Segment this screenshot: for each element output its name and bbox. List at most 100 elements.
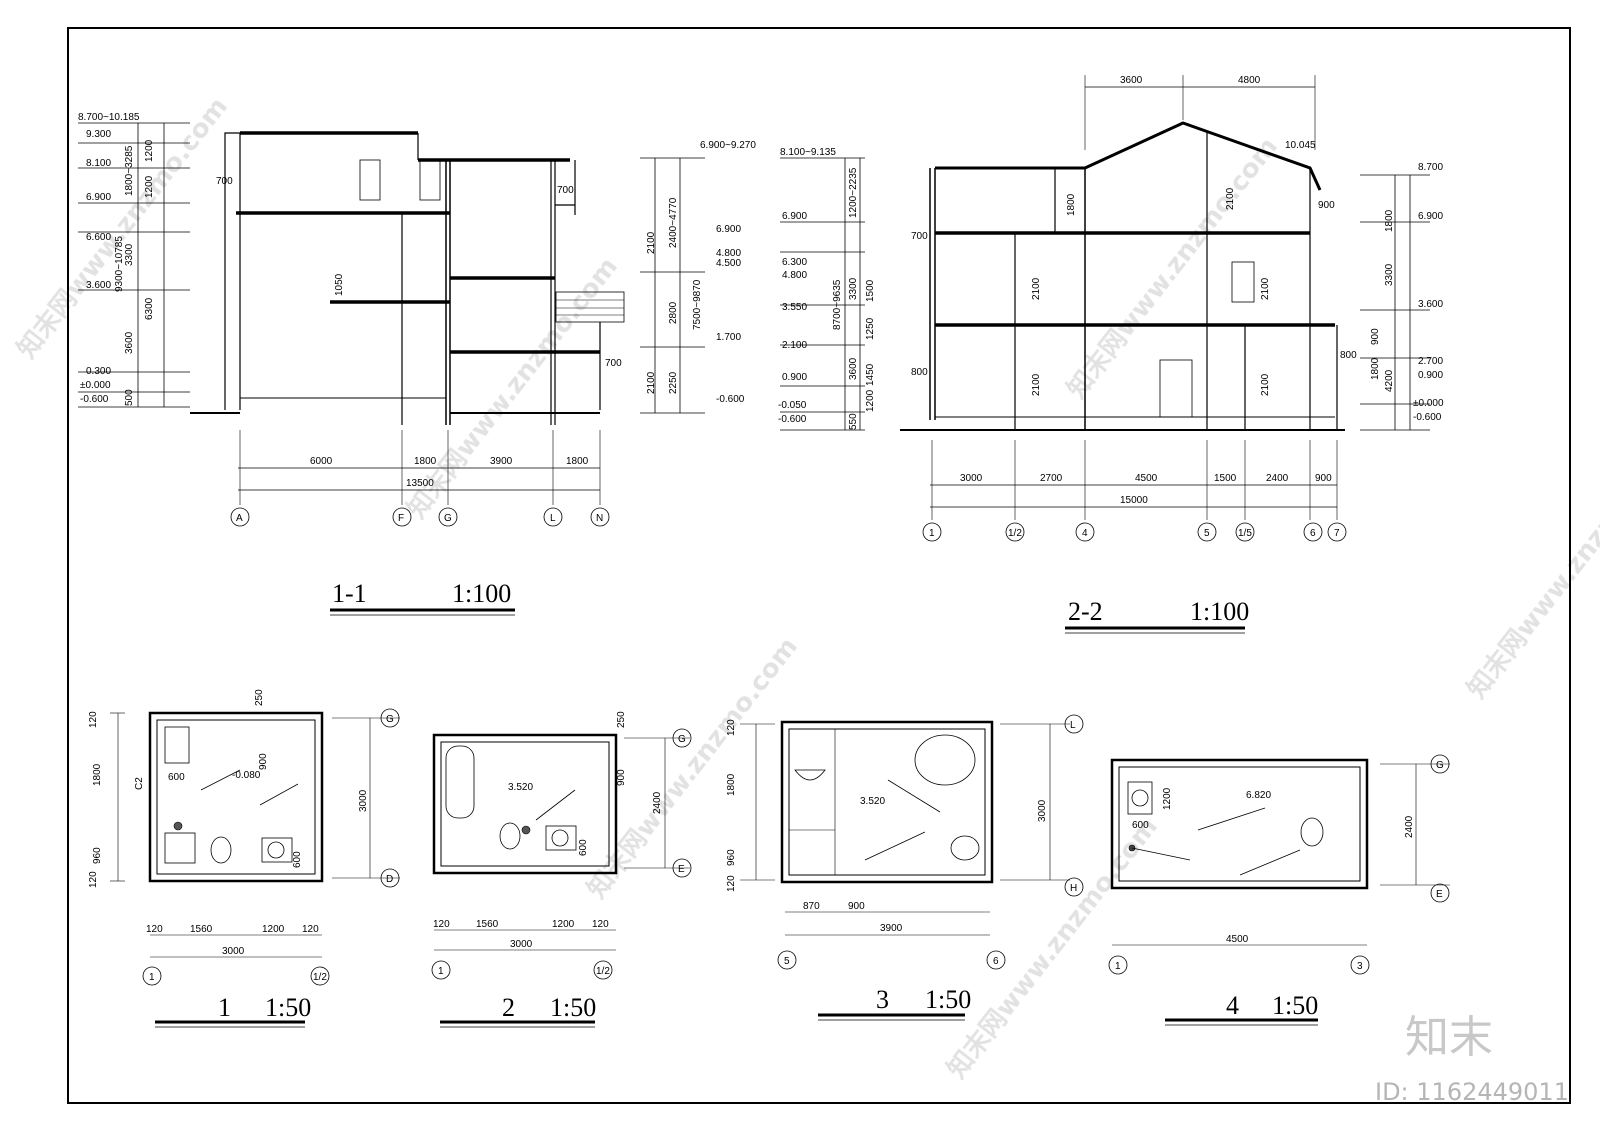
dimension-label: 4800	[1238, 75, 1261, 86]
dimension-label: 2100	[1260, 373, 1271, 396]
dimension-label: 2100	[646, 231, 657, 254]
dimension-label: 3300	[848, 277, 859, 300]
dimension-label: 250	[616, 711, 627, 728]
dimension-label: 600	[1132, 820, 1149, 831]
axis-bubble-label: F	[398, 513, 404, 524]
window-label: C2	[134, 777, 145, 790]
elevation-label: 6.820	[1246, 790, 1271, 801]
elevation-label: 3.550	[782, 302, 807, 313]
elevation-label: 8.700~10.185	[78, 112, 140, 123]
dimension-label: 3600	[124, 331, 135, 354]
axis-bubble-label: E	[1436, 889, 1443, 900]
elevation-label: 9.300	[86, 129, 111, 140]
dimension-label: 2400	[1404, 815, 1415, 838]
axis-bubble-label: G	[678, 734, 686, 745]
elevation-label: 6.900	[716, 224, 741, 235]
dimension-label: 120	[146, 924, 163, 935]
dimension-label: 900	[258, 753, 269, 770]
dimension-label: 600	[292, 851, 303, 868]
detail-title: 3	[876, 985, 889, 1014]
elevation-label: 8.700	[1418, 162, 1443, 173]
axis-bubble-label: 6	[1310, 528, 1316, 539]
dimension-label: 1800	[726, 773, 737, 796]
dimension-label: 2100	[1031, 277, 1042, 300]
axis-bubble-label: L	[1070, 720, 1076, 731]
elevation-label: 4.500	[716, 258, 741, 269]
dimension-label: 120	[726, 719, 737, 736]
dimension-label: 3000	[960, 473, 983, 484]
detail-1-labels: 250 C2 1800 900 960 600 -0.080 600 120 1…	[88, 689, 394, 1022]
elevation-label: 0.900	[1418, 370, 1443, 381]
detail-3-labels: 120 1800 960 120 3.520 3000 870 900 3900…	[726, 719, 1077, 1014]
elevation-label: 3.600	[86, 280, 111, 291]
dimension-label: 120	[302, 924, 319, 935]
dimension-label: 2700	[1040, 473, 1063, 484]
dimension-label: 960	[726, 849, 737, 866]
dimension-label: 900	[616, 769, 627, 786]
dimension-label: 900	[1318, 200, 1335, 211]
axis-bubble-label: G	[1436, 760, 1444, 771]
dimension-label: 120	[726, 875, 737, 892]
axis-bubble-label: 1/5	[1238, 528, 1252, 539]
elevation-label: 6.900~9.270	[700, 140, 756, 151]
elevation-label: 6.900	[86, 192, 111, 203]
dimension-label: 1200~2235	[848, 167, 859, 218]
dimension-label: 3300	[1384, 263, 1395, 286]
dimension-label: 700	[557, 185, 574, 196]
elevation-label: 4.800	[782, 270, 807, 281]
detail-2	[431, 728, 692, 1028]
elevation-label: 2.100	[782, 340, 807, 351]
section-2-2-labels: 3600 4800 10.045 8.100~9.135 6.900 6.300…	[778, 75, 1444, 626]
elevation-label: 4.800	[716, 248, 741, 259]
watermark-text: 知末网www.znzmo.com	[12, 92, 234, 364]
dimension-label: 3000	[1037, 799, 1048, 822]
dimension-label: 1200	[262, 924, 285, 935]
dimension-label: 500	[124, 389, 135, 406]
watermark-text: 知末网www.znzmo.com	[402, 252, 624, 524]
dimension-label: 550	[848, 413, 859, 430]
dimension-label: 800	[911, 367, 928, 378]
dimension-label: 3300	[124, 243, 135, 266]
dimension-label: 1450	[865, 363, 876, 386]
dimension-label: 4200	[1384, 369, 1395, 392]
elevation-label: 8.100~9.135	[780, 147, 836, 158]
dimension-label: 2100	[646, 371, 657, 394]
elevation-label: 0.900	[782, 372, 807, 383]
dimension-total: 15000	[1120, 495, 1148, 506]
axis-bubble-label: 1	[1115, 961, 1121, 972]
dimension-label: 4500	[1135, 473, 1158, 484]
dimension-label: 700	[605, 358, 622, 369]
dimension-label: 1500	[1214, 473, 1237, 484]
dimension-label: 700	[911, 231, 928, 242]
axis-bubble-label: G	[444, 513, 452, 524]
elevation-label: 6.900	[1418, 211, 1443, 222]
dimension-label: 1200	[144, 175, 155, 198]
dimension-label: 120	[433, 919, 450, 930]
detail-scale: 1:50	[925, 985, 971, 1014]
dimension-label: 1200	[144, 139, 155, 162]
dimension-label: 2100	[1225, 187, 1236, 210]
elevation-label: -0.600	[1413, 412, 1442, 423]
dimension-label: 250	[254, 689, 265, 706]
dimension-label: 1800	[1370, 357, 1381, 380]
dimension-label: 1050	[334, 273, 345, 296]
dimension-label: 6300	[144, 297, 155, 320]
dimension-label: 1500	[865, 279, 876, 302]
dimension-label: 3600	[1120, 75, 1143, 86]
detail-title: 1	[218, 993, 231, 1022]
dimension-label: 2400	[1266, 473, 1289, 484]
detail-title: 4	[1226, 991, 1239, 1020]
dimension-total: 3000	[222, 946, 245, 957]
dimension-label: 800	[1340, 350, 1357, 361]
detail-3	[740, 714, 1084, 1021]
dimension-total: 13500	[406, 478, 434, 489]
dimension-label: 900	[1370, 328, 1381, 345]
dimension-label: 900	[1315, 473, 1332, 484]
section-2-2	[780, 75, 1430, 634]
detail-4	[1108, 754, 1450, 1026]
dimension-label: 1800	[1066, 193, 1077, 216]
elevation-label: 3.520	[508, 782, 533, 793]
axis-bubble-label: G	[386, 714, 394, 725]
elevation-label: -0.050	[778, 400, 807, 411]
